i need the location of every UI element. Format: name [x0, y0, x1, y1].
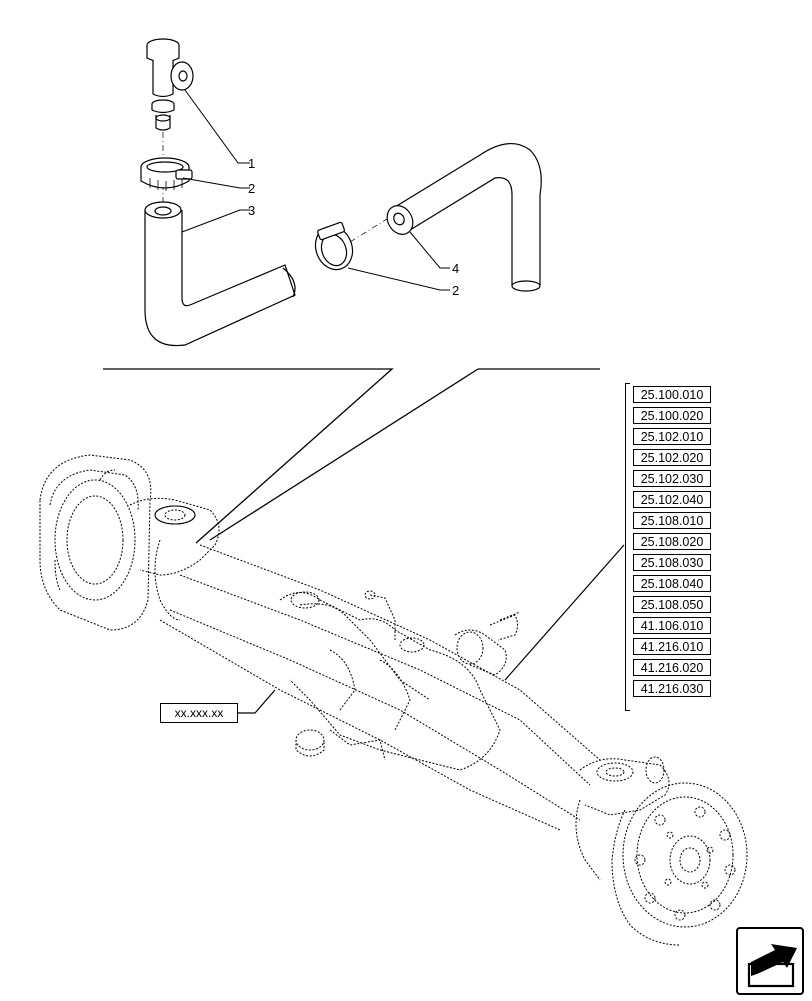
breather-fitting: [146, 38, 194, 131]
next-page-button[interactable]: [735, 926, 805, 996]
next-page-arrow-icon: [736, 927, 804, 995]
ref-link-41-216-010[interactable]: 41.216.010: [633, 638, 711, 655]
detail-view-lines: [103, 368, 600, 544]
ref-link-25-100-010[interactable]: 25.100.010: [633, 386, 711, 403]
ref-link-25-108-010[interactable]: 25.108.010: [633, 512, 711, 529]
ref-link-25-102-010[interactable]: 25.102.010: [633, 428, 711, 445]
axle-solid-edges: [154, 505, 196, 525]
ref-link-41-216-020[interactable]: 41.216.020: [633, 659, 711, 676]
ref-link-41-106-010[interactable]: 41.106.010: [633, 617, 711, 634]
ref-link-25-102-030[interactable]: 25.102.030: [633, 470, 711, 487]
ref-link-41-216-030[interactable]: 41.216.030: [633, 680, 711, 697]
callout-4: 4: [452, 261, 459, 276]
callout-3: 3: [248, 203, 255, 218]
hose-clamp-lower: [314, 221, 354, 271]
reference-list: 25.100.010 25.100.020 25.102.010 25.102.…: [625, 383, 715, 711]
ref-link-25-102-020[interactable]: 25.102.020: [633, 449, 711, 466]
hose-right: [386, 143, 542, 292]
hose-clamp-upper: [140, 157, 193, 191]
front-axle-assembly: [39, 454, 748, 946]
reference-leaders: [238, 544, 625, 714]
ref-link-25-108-040[interactable]: 25.108.040: [633, 575, 711, 592]
ref-link-25-100-020[interactable]: 25.100.020: [633, 407, 711, 424]
callout-1: 1: [248, 156, 255, 171]
callout-leaders: [181, 89, 450, 291]
ref-link-25-108-050[interactable]: 25.108.050: [633, 596, 711, 613]
placeholder-reference-box[interactable]: xx.xxx.xx: [160, 703, 238, 723]
ref-link-25-108-030[interactable]: 25.108.030: [633, 554, 711, 571]
ref-link-25-108-020[interactable]: 25.108.020: [633, 533, 711, 550]
callout-2-upper: 2: [248, 181, 255, 196]
callout-2-lower: 2: [452, 283, 459, 298]
ref-link-25-102-040[interactable]: 25.102.040: [633, 491, 711, 508]
reference-bracket: [625, 383, 630, 711]
hose-left: [144, 201, 296, 347]
